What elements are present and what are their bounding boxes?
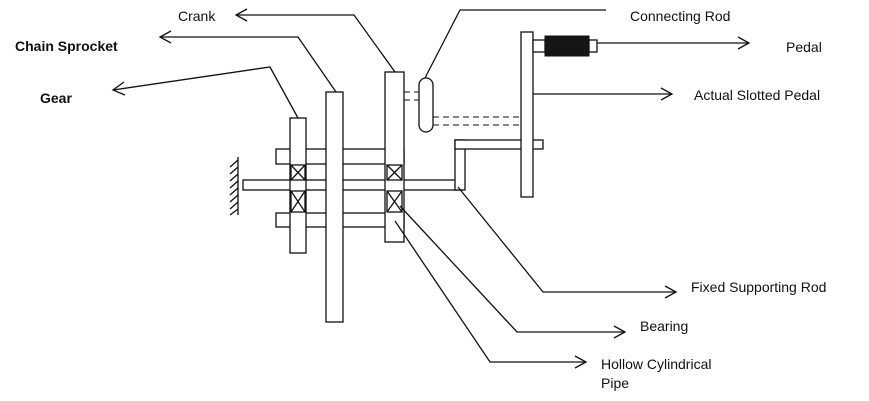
fixed-supporting-rod-extension — [454, 139, 544, 150]
fixed-wall — [229, 157, 239, 216]
label-chain-sprocket: Chain Sprocket — [15, 38, 118, 54]
label-bearing: Bearing — [640, 318, 688, 334]
label-crank: Crank — [178, 8, 216, 24]
bearing-marks — [290, 164, 403, 213]
pedal-block — [544, 35, 590, 57]
fixed-supporting-rod — [242, 179, 464, 191]
pedal-pin-right — [588, 39, 598, 53]
label-fixed-supporting-rod: Fixed Supporting Rod — [691, 279, 826, 295]
gear-plate — [289, 117, 307, 254]
label-hollow-cylindrical-pipe-line2: Pipe — [601, 375, 629, 391]
chain-sprocket-plate — [325, 91, 344, 323]
leader-lines — [111, 8, 751, 369]
label-actual-slotted-pedal: Actual Slotted Pedal — [694, 87, 820, 103]
connecting-rod-body — [418, 77, 434, 133]
label-gear: Gear — [40, 90, 72, 106]
label-pedal: Pedal — [786, 39, 822, 55]
actual-slotted-pedal-bar — [520, 31, 534, 198]
label-connecting-rod: Connecting Rod — [630, 8, 730, 24]
pedal-pin-left — [532, 39, 546, 53]
label-hollow-cylindrical-pipe-line1: Hollow Cylindrical — [601, 356, 711, 372]
crank-plate — [384, 71, 405, 243]
